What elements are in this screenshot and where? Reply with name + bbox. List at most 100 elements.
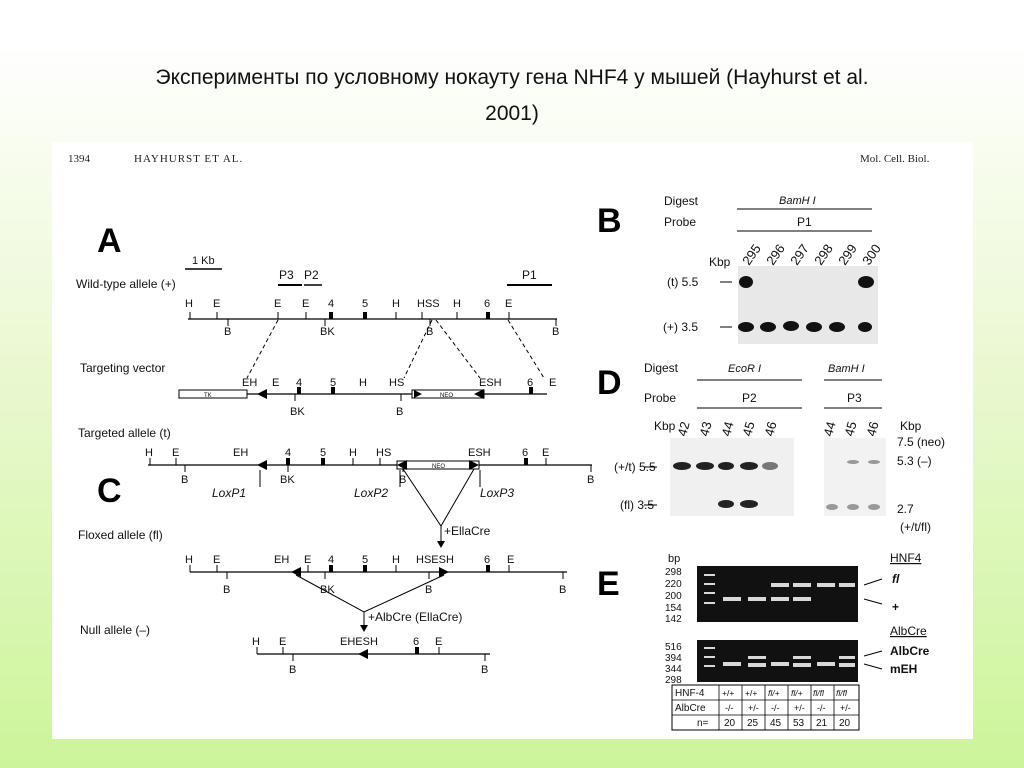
table-cell: -/- [771,703,780,713]
ta-site: B [181,474,188,486]
tk-cassette [178,389,248,399]
panel-e-ladder-bottom: 516 394 344 298 [665,642,682,686]
panel-a-map: 1 Kb P3 P2 P1 Wild-type allele (+) H E E… [76,255,594,486]
panel-d-blot-right [824,438,886,516]
ladder-label: 298 [665,567,682,578]
fl-site: HSESH [416,554,454,566]
panel-d-digest-left: EcoR I [728,363,761,375]
table-cell: 20 [724,718,736,729]
figure-journal: Mol. Cell. Biol. [860,153,930,165]
null-site: B [481,664,488,676]
null-exon [415,647,419,654]
panel-e-fl-label: fl [892,572,900,586]
panel-d-bands-right [826,460,880,510]
table-cell: +/+ [722,688,734,698]
ta-site: E [542,447,549,459]
panel-b-blot [738,266,878,344]
ta-exon-label: 6 [522,447,528,459]
table-cell: +/+ [745,688,757,698]
ladder-label: 298 [665,675,682,686]
tv-site: EH [242,377,257,389]
null-site: E [435,636,442,648]
wt-site: H [185,298,193,310]
table-cell: 25 [747,718,759,729]
fl-site: E [304,554,311,566]
ladder-label: 344 [665,664,682,675]
panel-d-kbp-right: Kbp [900,419,922,433]
panel-d-kbp-left: Kbp [654,419,676,433]
ta-exon-label: 4 [285,447,291,459]
table-gridlines [672,685,859,730]
panel-label-e: E [597,565,620,603]
ta-site: HS [376,447,391,459]
panel-label-a: A [97,222,122,260]
fl-site: E [507,554,514,566]
ta-ticks [149,458,592,472]
panel-b-kbp: Kbp [709,255,731,269]
null-exon-label: 6 [413,636,419,648]
slide-title-line-2: 2001) [485,102,539,125]
slide-title: Эксперименты по условному нокауту гена N… [40,60,984,132]
tv-exon-label: 4 [296,377,302,389]
fl-ticks [189,565,564,579]
wild-type-label: Wild-type allele (+) [76,277,176,291]
panel-e-gel-albcre [697,640,858,682]
tk-label: TK [204,393,212,399]
panel-d-band-right: 5.3 (–) [897,454,932,468]
panel-d-band-left: (+/t) 5.5 [614,460,656,474]
homology-dashes [246,319,545,379]
ella-cre-arrowhead [437,541,445,548]
tv-exons [297,387,533,394]
floxed-loxp-site [439,567,449,577]
wt-exon-label: 6 [484,298,490,310]
table-cell: 45 [770,718,782,729]
wt-site: E [302,298,309,310]
tv-site: E [549,377,556,389]
fl-sites: H E EH E 4 5 H HSESH 6 E B BK B B [185,554,566,596]
panel-e-gel-hnf4 [697,566,858,622]
wt-exon-label: 4 [328,298,334,310]
ladder-label: 394 [665,653,682,664]
ta-exon-label: 5 [320,447,326,459]
panel-b-digest: BamH I [779,195,816,207]
floxed-loxp-site [291,567,301,577]
tv-exon-label: 5 [330,377,336,389]
loxp3-site [469,460,479,470]
lane-label: 299 [835,241,860,267]
lane-label: 44 [718,420,736,438]
table-row-label: HNF-4 [675,688,705,699]
table-border [671,684,860,731]
tv-site: B [396,406,403,418]
ladder-label: 516 [665,642,682,653]
lane-label: 297 [787,241,812,267]
table-row-label: n= [697,718,709,729]
lane-label: 295 [739,241,764,267]
band-pointer [863,598,883,605]
band-pointer [863,650,883,657]
panel-d-bands-left [673,462,778,508]
ladder-label: 142 [665,614,682,625]
panel-c-map: LoxP1 LoxP2 LoxP3 +EllaCre Floxed allele… [78,468,567,676]
targeting-vector-label: Targeting vector [80,361,165,375]
wt-site: B [552,326,559,338]
null-loxp-site [358,649,368,659]
lane-label: 300 [859,241,884,267]
genotype-table: HNF-4 AlbCre n= +/+ +/+ fl/+ fl/+ fl/fl … [671,684,860,731]
panel-d-band-right: 7.5 (neo) [897,435,945,449]
wt-site: E [274,298,281,310]
panel-e-hnf4-title: HNF4 [890,551,922,565]
band-pointer [863,663,883,670]
panel-e-hnf4-bands [704,574,855,604]
tv-site: BK [290,406,305,418]
table-cell: fl/+ [768,688,780,698]
tv-site: E [272,377,279,389]
panel-e-pcr: bp 298 220 200 154 142 HNF4 fl + AlbCre … [665,551,930,731]
null-site: E [279,636,286,648]
panel-e-bp: bp [668,553,680,565]
ta-site: BK [280,474,295,486]
loxp2-label: LoxP2 [354,486,388,500]
fl-exon-label: 6 [484,554,490,566]
ladder-label: 220 [665,579,682,590]
loxp-site [257,389,267,399]
ta-site: H [349,447,357,459]
